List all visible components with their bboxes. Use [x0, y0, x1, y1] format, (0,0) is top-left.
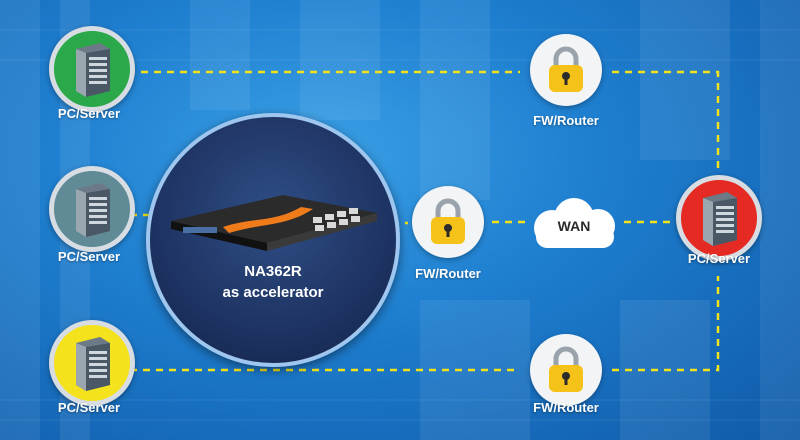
link-fw-bottom-to-pc-right — [612, 276, 720, 372]
wan-node: WAN — [522, 196, 626, 254]
cloud-icon — [534, 198, 615, 248]
fw-router-top-node — [530, 34, 602, 106]
pc-server-bottom-label: PC/Server — [57, 400, 121, 415]
link-fw-top-to-pc-right — [612, 70, 720, 170]
fw-router-mid-node — [412, 186, 484, 258]
fw-router-bottom-label: FW/Router — [533, 400, 599, 415]
pc-server-top-node — [49, 26, 135, 112]
fw-router-mid-label: FW/Router — [415, 266, 481, 281]
pc-server-right-node — [676, 175, 762, 261]
server-rack-icon — [76, 43, 110, 97]
pc-server-top-label: PC/Server — [57, 106, 121, 121]
pc-server-right-label: PC/Server — [687, 251, 751, 266]
wan-label: WAN — [557, 218, 591, 234]
pc-server-mid-node — [49, 166, 135, 252]
accelerator-node: NA362R as accelerator — [146, 113, 400, 367]
rack-appliance-icon — [171, 195, 377, 251]
accelerator-role: as accelerator — [222, 284, 324, 301]
padlock-icon — [549, 346, 583, 392]
padlock-icon — [549, 46, 583, 92]
server-rack-icon — [703, 192, 737, 246]
accelerator-model: NA362R — [244, 263, 302, 280]
pc-server-bottom-node — [49, 320, 135, 406]
fw-router-top-label: FW/Router — [533, 113, 599, 128]
pc-server-mid-label: PC/Server — [57, 249, 121, 264]
padlock-icon — [431, 198, 465, 244]
server-rack-icon — [76, 183, 110, 237]
fw-router-bottom-node — [530, 334, 602, 406]
server-rack-icon — [76, 337, 110, 391]
